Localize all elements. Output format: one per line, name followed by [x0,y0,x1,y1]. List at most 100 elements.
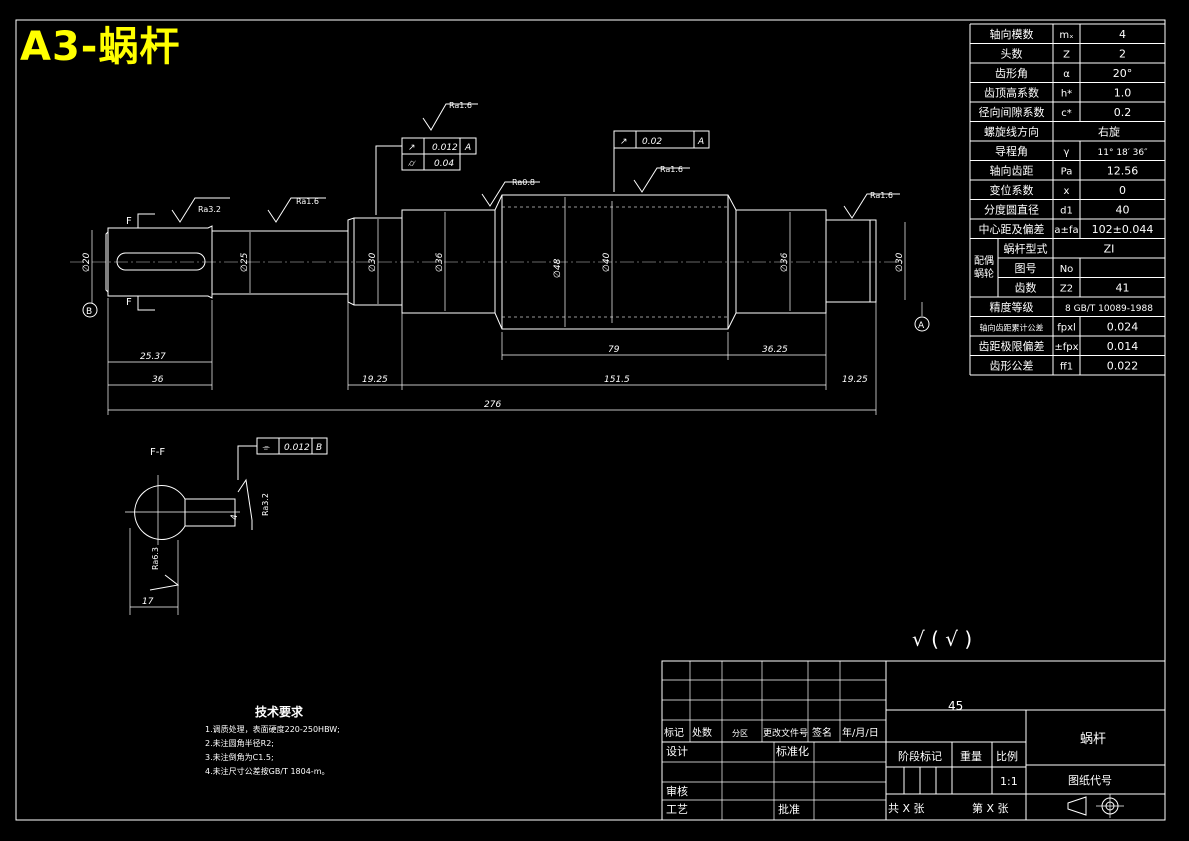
svg-text:标准化: 标准化 [776,744,809,758]
svg-text:标记: 标记 [664,727,684,739]
svg-text:工艺: 工艺 [666,803,688,816]
param-value: 0 [1119,184,1126,197]
param-value: 40 [1116,204,1130,217]
svg-text:技术要求: 技术要求 [255,704,304,719]
param-name: 蜗杆型式 [1004,242,1048,256]
svg-text:处数: 处数 [692,726,712,739]
dim-36: 36 [152,375,164,385]
param-value: ZI [1104,243,1115,256]
dim-4: 4 [230,514,240,520]
svg-text:4.未注尺寸公差按GB/T 1804-m。: 4.未注尺寸公差按GB/T 1804-m。 [205,766,329,776]
param-name: 螺旋线方向 [984,125,1039,139]
param-symbol: mₓ [1059,30,1073,41]
param-symbol: No [1060,264,1074,275]
svg-text:B: B [316,443,322,453]
param-value: 右旋 [1098,125,1120,139]
param-symbol: γ [1064,147,1070,158]
svg-text:阶段标记: 阶段标记 [898,749,942,763]
param-value: 12.56 [1107,165,1139,178]
svg-text:F: F [126,216,132,227]
svg-text:A: A [918,321,925,331]
param-name: 图号 [1015,262,1037,275]
param-symbol: Z [1063,50,1070,61]
svg-text:0.012: 0.012 [432,143,458,153]
section-ff [125,475,253,615]
param-value: 8 GB/T 10089-1988 [1065,304,1153,314]
param-symbol: a±fa [1054,225,1078,236]
title-block-texts: 45 蜗杆 图纸代号 标记 处数 分区 更改文件号 签名 年/月/日 设计 标准… [664,699,1112,816]
svg-text:第 X 张: 第 X 张 [972,801,1009,815]
param-name: 精度等级 [990,300,1034,314]
svg-text:F-F: F-F [150,447,165,458]
param-name: 分度圆直径 [984,203,1039,217]
param-value: 20° [1113,67,1133,80]
svg-text:Ra1.6: Ra1.6 [660,165,683,174]
svg-text:共 X 张: 共 X 张 [888,802,925,815]
svg-text:设计: 设计 [666,745,688,758]
svg-text:Ra6.3: Ra6.3 [151,547,160,570]
svg-text:重量: 重量 [960,749,982,763]
param-value: 0.2 [1114,106,1132,119]
gdt-texts: 0.012 A 0.04 0.02 A 0.012 B ⌯ ↗ ⌭ ↗ [262,137,704,453]
keyway [116,252,206,271]
drawing-title: A3-蜗杆 [20,24,181,70]
param-name: 头数 [1001,48,1023,61]
svg-text:Ra3.2: Ra3.2 [261,493,270,516]
dim-19-25-left: 19.25 [362,375,388,385]
svg-text:√ ( √ ): √ ( √ ) [912,627,972,651]
svg-text:批准: 批准 [778,802,800,816]
roughness-texts: Ra3.2 Ra1.6 Ra1.6 Ra0.8 Ra1.6 Ra1.6 Ra3.… [151,101,893,570]
param-symbol: ±fpx [1054,342,1078,353]
param-symbol: h* [1061,89,1072,100]
param-value: 0.024 [1107,321,1139,334]
param-name: 齿顶高系数 [984,86,1039,100]
svg-text:审核: 审核 [666,784,688,798]
svg-text:B: B [86,307,92,317]
param-value: 2 [1119,48,1126,61]
svg-text:2.未注圆角半径R2;: 2.未注圆角半径R2; [205,738,274,748]
param-value: 0.014 [1107,340,1139,353]
param-symbol: Z2 [1060,284,1073,295]
svg-text:分区: 分区 [732,729,748,738]
dim-25-37: 25.37 [140,352,166,362]
svg-text:更改文件号: 更改文件号 [763,727,808,739]
title-block [661,660,1166,821]
dimension-texts: 276 151.5 36 25.37 19.25 19.25 79 36.25 … [82,252,905,607]
svg-text:0.012: 0.012 [284,443,310,453]
svg-text:0.02: 0.02 [642,137,662,147]
dim-dia-36-left: ∅36 [435,252,445,272]
param-symbol: c* [1061,108,1072,119]
param-name: 径向间隙系数 [979,105,1045,119]
param-value: 102±0.044 [1092,223,1154,236]
param-name: 齿数 [1015,282,1037,295]
dim-dia-36-right: ∅36 [780,252,790,272]
param-name: 齿距极限偏差 [979,339,1045,353]
svg-text:A: A [697,137,704,147]
dim-dia-48: ∅48 [553,258,563,278]
param-name: 中心距及偏差 [979,222,1045,236]
param-name: 轴向模数 [990,27,1034,41]
svg-text:签名: 签名 [812,726,832,739]
svg-text:3.未注倒角为C1.5;: 3.未注倒角为C1.5; [205,752,274,762]
svg-text:Ra3.2: Ra3.2 [198,205,221,214]
svg-text:Ra1.6: Ra1.6 [870,191,893,200]
param-value: 11° 18′ 36″ [1098,148,1149,158]
param-value: 4 [1119,28,1126,41]
dim-dia-30-right: ∅30 [895,252,905,272]
svg-text:⌭: ⌭ [408,159,416,169]
svg-text:年/月/日: 年/月/日 [842,726,879,739]
param-value: 41 [1116,282,1130,295]
dim-79: 79 [608,345,620,355]
svg-text:蜗杆: 蜗杆 [1080,731,1106,747]
dim-17: 17 [142,597,154,607]
param-name: 齿形角 [995,67,1028,80]
param-symbol: α [1063,69,1070,80]
param-symbol: d1 [1060,206,1073,217]
svg-text:↗: ↗ [620,137,628,147]
param-symbol: Pa [1061,167,1073,178]
param-value: 0.022 [1107,360,1139,373]
worm-shaft-view [70,103,930,480]
svg-text:1:1: 1:1 [1000,775,1018,788]
